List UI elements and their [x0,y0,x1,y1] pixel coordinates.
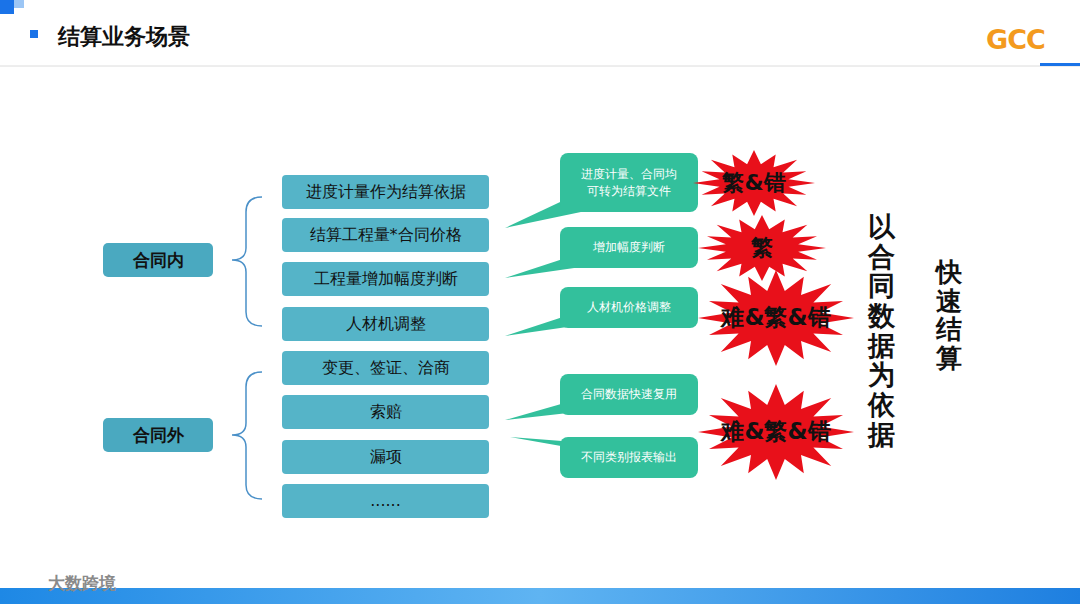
curly-bracket [232,197,262,326]
header-accent [1040,63,1080,66]
group-box: 合同内 [103,243,213,277]
node-text: 结算工程量*合同价格 [310,224,462,246]
node-text: 人材机价格调整 [587,299,671,315]
node-text: 难&繁&错 [721,302,830,333]
callout-bubble: 不同类别报表输出 [560,437,698,478]
node-text: 增加幅度判断 [593,239,665,255]
star-outline [698,215,826,281]
item-box: 索赔 [282,395,489,429]
item-box: 进度计量作为结算依据 [282,175,489,209]
callout-bubble: 人材机价格调整 [560,287,698,328]
callout-bubble: 增加幅度判断 [560,227,698,268]
star-outline [698,270,854,366]
node-text: 变更、签证、洽商 [322,357,450,379]
node-text: 进度计量、合同均 可转为结算文件 [579,166,679,198]
node-text: 难&繁&错 [721,416,830,447]
star-outline [698,384,854,480]
footer-bar [0,588,1080,604]
curly-bracket [232,372,262,499]
node-text: 索赔 [370,401,402,423]
corner-square [30,30,38,38]
starburst: 繁 [698,215,826,281]
side-note: 以合同数据为依据 [868,212,895,450]
node-text: 人材机调整 [346,313,426,335]
node-text: 合同内 [133,249,184,272]
group-box: 合同外 [103,418,213,452]
item-box: ...... [282,484,489,518]
starburst: 难&繁&错 [698,270,854,366]
item-box: 工程量增加幅度判断 [282,262,489,296]
node-text: 繁 [751,233,773,263]
starburst: 难&繁&错 [698,384,854,480]
corner-square [0,0,14,14]
logo-text: GCC [986,24,1045,55]
item-box: 人材机调整 [282,307,489,341]
node-text: ...... [370,490,401,512]
node-text: 繁&错 [722,168,785,198]
header-rule [0,66,1080,67]
item-box: 结算工程量*合同价格 [282,218,489,252]
watermark: 大数跨境 [48,572,116,595]
callout-bubble: 合同数据快速复用 [560,374,698,415]
node-text: 合同数据快速复用 [581,386,677,402]
page-title: 结算业务场景 [58,22,190,52]
star-outline [693,150,815,216]
starburst: 繁&错 [693,150,815,216]
node-text: 合同外 [133,424,184,447]
node-text: 工程量增加幅度判断 [314,268,458,290]
side-note: 快速结算 [936,258,962,372]
node-text: 进度计量作为结算依据 [306,181,466,203]
item-box: 漏项 [282,440,489,474]
corner-square [14,0,24,8]
callout-bubble: 进度计量、合同均 可转为结算文件 [560,153,698,212]
node-text: 不同类别报表输出 [581,449,677,465]
node-text: 漏项 [370,446,402,468]
item-box: 变更、签证、洽商 [282,351,489,385]
